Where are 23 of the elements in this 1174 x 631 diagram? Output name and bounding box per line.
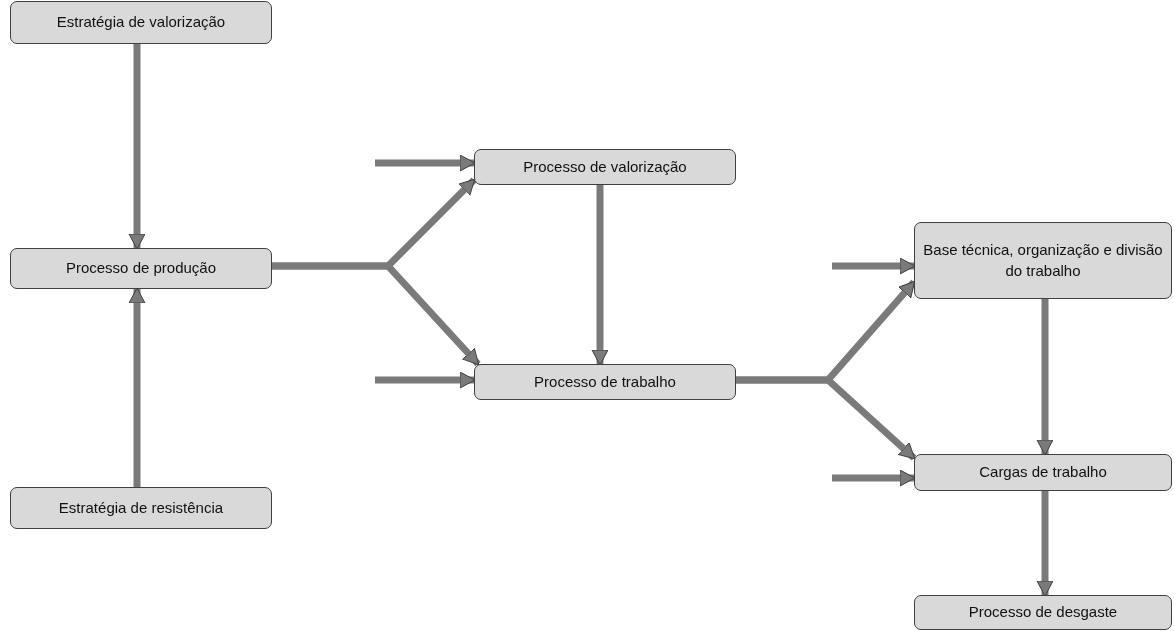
process-box [10,487,272,529]
arrow [736,376,917,461]
process-box [914,222,1172,299]
box-label: Processo de desgaste [968,602,1118,623]
arrow [1036,299,1054,456]
process-box [474,149,736,185]
box-label: Processo de valorização [523,156,687,177]
arrow [272,262,481,367]
box-label: Estratégia de valorização [56,12,226,33]
arrow [1036,491,1054,597]
arrow [591,185,609,366]
process-box [10,1,272,44]
box-label: Cargas de trabalho [979,462,1107,483]
process-box [474,364,736,400]
process-box [914,454,1172,491]
box-label: Estratégia de resistência [58,497,224,518]
box-label: Base técnica, organização e divisão do trabalho [923,240,1163,281]
box-label: Processo de produção [65,258,217,279]
arrow [128,44,146,250]
arrow [128,287,146,487]
box-label: Processo de trabalho [534,371,676,392]
process-box [10,248,272,289]
process-box [914,595,1172,630]
